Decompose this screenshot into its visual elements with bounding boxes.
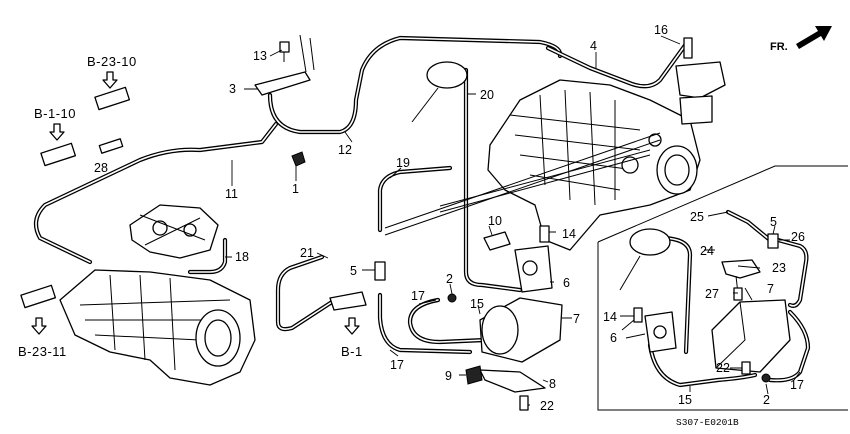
ref-arrow-b23-11: [31, 317, 47, 335]
callout-1: 1: [292, 182, 299, 196]
hose-26: [775, 237, 809, 308]
callout-3: 3: [229, 82, 236, 96]
callout-numbers: 1 2 2 3 4 5 5 6 6 7 7 8 9 10 11 12 13 14…: [94, 23, 805, 413]
inset-frame: [597, 165, 848, 411]
ref-arrow-b1: [344, 317, 360, 335]
hose-15-inset: [647, 342, 758, 388]
vacuum-tank-7: [479, 297, 563, 363]
ref-b23-11: B-23-11: [18, 344, 67, 359]
callout-11: 11: [225, 187, 238, 201]
joint-3: [254, 34, 315, 96]
throttle-bracket-assembly: [129, 204, 219, 259]
hose-4: [545, 41, 689, 89]
callout-2-inset: 2: [763, 393, 770, 407]
hose-25: [725, 209, 773, 243]
clamp-1: [291, 151, 306, 167]
callout-22: 22: [540, 399, 554, 413]
callout-27: 27: [705, 287, 719, 301]
callout-2: 2: [446, 272, 453, 286]
actuator-upper: [411, 61, 468, 123]
connector-10: [483, 231, 511, 251]
callout-22-inset: 22: [716, 361, 730, 375]
callout-24: 24: [700, 244, 714, 258]
callout-17: 17: [411, 289, 425, 303]
callout-9: 9: [445, 369, 452, 383]
callout-16: 16: [654, 23, 668, 37]
callout-6-inset: 6: [610, 331, 617, 345]
bolt-22-inset: [741, 361, 751, 375]
bolt-27: [733, 287, 743, 301]
leader-lines: [225, 35, 801, 406]
callout-5-inset: 5: [770, 215, 777, 229]
hose-19: [377, 165, 453, 233]
callout-28: 28: [94, 161, 108, 175]
cap-28: [98, 138, 124, 154]
callout-6: 6: [563, 276, 570, 290]
fr-label: FR.: [770, 41, 788, 53]
callout-10: 10: [488, 214, 502, 228]
callout-5: 5: [350, 264, 357, 278]
callout-21: 21: [300, 246, 314, 260]
callout-4: 4: [590, 39, 597, 53]
callout-19: 19: [396, 156, 410, 170]
vacuum-pipe: [384, 132, 661, 236]
hose-12: [267, 35, 563, 135]
front-direction-indicator: FR.: [770, 26, 832, 53]
intake-manifold-lower: [59, 269, 256, 386]
hose-20: [463, 67, 523, 293]
bolt-13: [279, 41, 290, 62]
callout-14: 14: [562, 227, 576, 241]
bolt-14-inset: [633, 307, 643, 323]
callout-26: 26: [791, 230, 805, 244]
ref-arrow-b23-10: [102, 71, 118, 89]
solenoid-valve-6-inset: [644, 311, 677, 353]
connector-b1: [329, 291, 367, 311]
connector-b1-10: [40, 142, 77, 167]
ref-b23-10: B-23-10: [87, 54, 137, 69]
ref-b1: B-1: [341, 344, 363, 359]
hose-17-left: [377, 292, 473, 355]
check-valve-5-inset: [767, 233, 779, 249]
callout-14-inset: 14: [603, 310, 617, 324]
callout-25: 25: [690, 210, 704, 224]
vacuum-tank-7-inset: [711, 299, 791, 373]
front-arrow-icon: [796, 26, 832, 49]
callout-13: 13: [253, 49, 267, 63]
callout-20: 20: [480, 88, 494, 102]
callout-15: 15: [470, 297, 484, 311]
callout-7: 7: [573, 312, 580, 326]
callout-7-inset: 7: [767, 282, 774, 296]
valve-16: [675, 37, 726, 125]
hose-17-inset: [767, 309, 811, 383]
ref-b1-10: B-1-10: [34, 106, 76, 121]
connector-b23-10: [94, 86, 131, 111]
bolt-22: [519, 395, 529, 411]
hose-11: [33, 121, 279, 265]
diagram-code: S307-E0201B: [676, 417, 739, 428]
callout-18: 18: [235, 250, 249, 264]
hose-15-left: [407, 297, 488, 345]
bolt-14: [539, 225, 550, 243]
callout-23: 23: [772, 261, 786, 275]
callout-17-inset: 17: [790, 378, 804, 392]
callout-17-lower: 17: [390, 358, 404, 372]
clamp-2: [447, 293, 457, 303]
solenoid-valve-6: [514, 245, 553, 293]
hose-21: [275, 254, 338, 332]
check-valve-5: [374, 261, 386, 281]
ref-arrow-b1-10: [49, 123, 65, 141]
vacuum-pipe-2: [439, 149, 651, 213]
hose-18: [187, 237, 228, 275]
connector-b23-11: [20, 284, 57, 309]
callout-12: 12: [338, 143, 352, 157]
bracket-8: [479, 369, 546, 393]
clamp-2-inset: [761, 373, 771, 383]
callout-15-inset: 15: [678, 393, 692, 407]
callout-8: 8: [549, 377, 556, 391]
clip-9: [465, 365, 483, 385]
actuator-inset: [619, 228, 671, 291]
